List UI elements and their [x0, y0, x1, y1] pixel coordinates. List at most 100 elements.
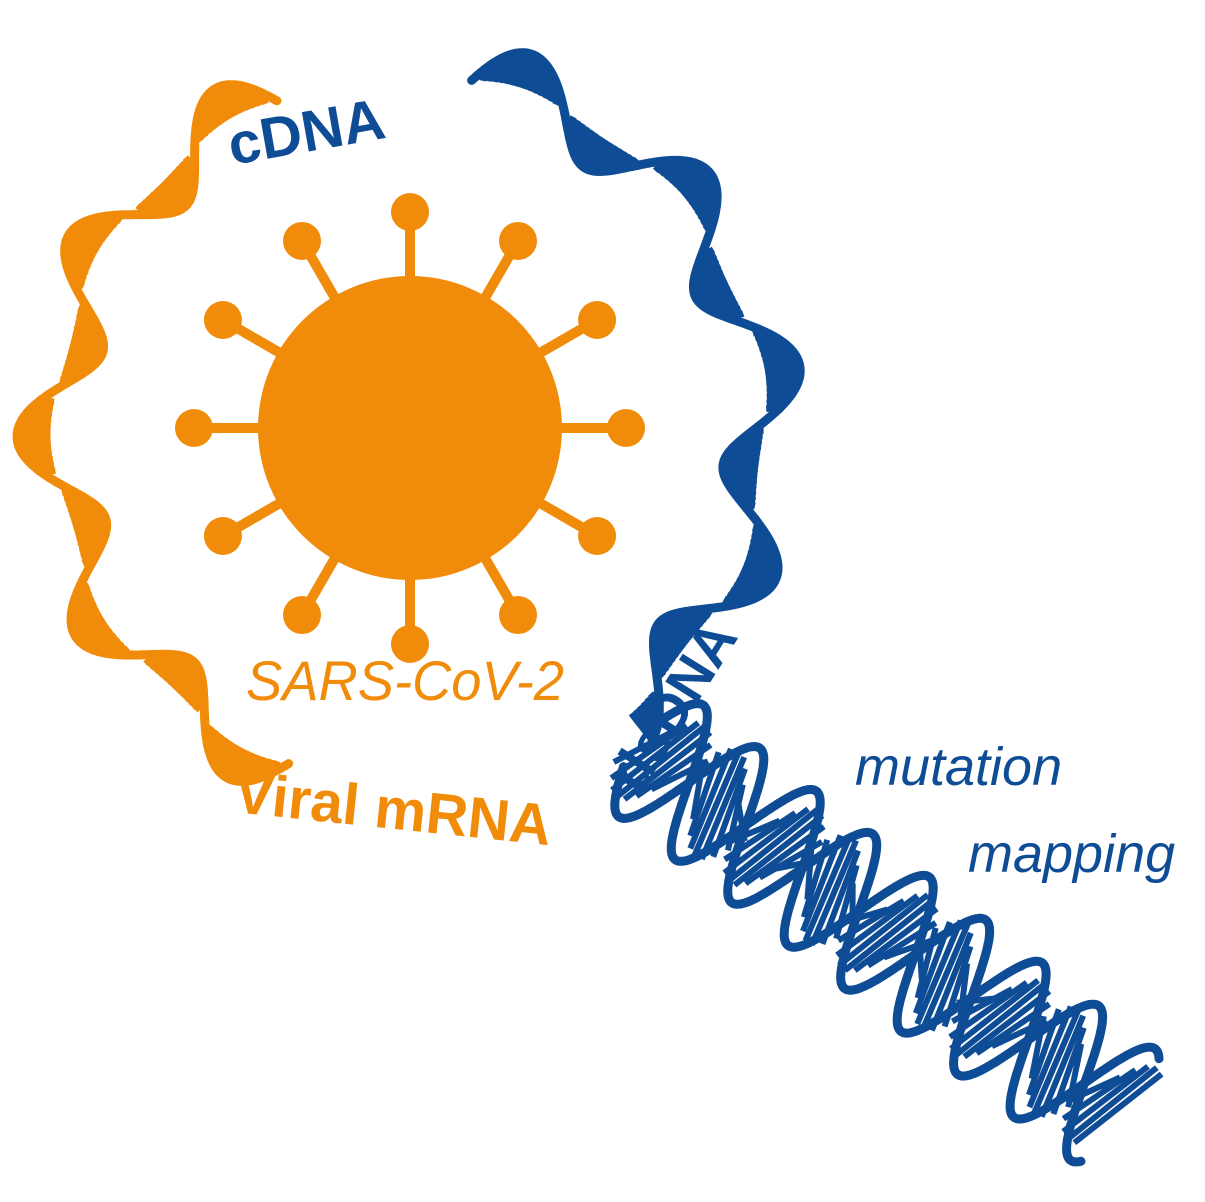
helix-rung	[163, 175, 190, 202]
helix-rung	[739, 567, 772, 586]
helix-rung	[957, 963, 971, 1020]
helix-rung	[143, 195, 165, 215]
helix-rung	[700, 246, 716, 260]
helix-rung	[722, 305, 742, 318]
virus-spike	[533, 496, 586, 533]
helix-rung	[147, 653, 166, 671]
helix-rung	[694, 198, 718, 218]
helix-rung	[678, 169, 707, 196]
helix-rung	[73, 518, 105, 534]
helix-rung	[882, 937, 934, 961]
helix-rung	[654, 632, 682, 657]
helix-rung	[696, 276, 728, 297]
helix-rung	[1072, 1071, 1164, 1146]
helix-rung	[532, 66, 549, 95]
helix-rung	[758, 340, 783, 352]
helix-rung	[180, 676, 203, 701]
virus-spike-tip	[283, 596, 321, 635]
helix-rung	[26, 450, 53, 459]
helix-rung	[670, 162, 696, 188]
helix-rung	[835, 893, 920, 958]
helix-rung	[950, 986, 1014, 1025]
virus-spike-tip	[499, 596, 537, 635]
helix-rung	[81, 555, 95, 567]
helix-rung	[65, 248, 94, 268]
helix-rung	[698, 251, 718, 267]
helix-rung	[66, 241, 96, 262]
helix-rung	[213, 738, 233, 766]
helix-rung	[726, 471, 758, 483]
helix-rung	[168, 661, 195, 689]
helix-rung	[70, 338, 102, 353]
helix-rung	[571, 124, 590, 151]
helix-rung	[702, 221, 714, 233]
helix-rung	[1026, 1008, 1062, 1096]
helix-rung	[766, 379, 796, 390]
helix-rung	[763, 355, 795, 368]
helix-rung	[919, 923, 971, 1032]
helix-rung	[691, 191, 717, 213]
helix-rung	[819, 849, 861, 945]
virus-icon	[175, 193, 645, 663]
helix-rung	[64, 359, 89, 371]
helix-rung	[671, 613, 699, 636]
helix-rung	[1061, 1064, 1150, 1134]
helix-rung	[242, 87, 258, 109]
helix-rung	[65, 354, 94, 367]
helix-rung	[710, 295, 737, 312]
helix-rung	[143, 652, 158, 667]
helix-rung	[78, 541, 101, 556]
helix-rung	[742, 562, 775, 581]
helix-rung	[506, 54, 522, 86]
helix-rung	[710, 767, 748, 858]
helix-rung	[754, 331, 770, 342]
helix-rung	[501, 55, 516, 85]
helix-rung	[644, 695, 661, 713]
helix-rung	[517, 56, 534, 89]
dna-helix-icon	[609, 699, 1164, 1167]
helix-rung	[685, 178, 714, 204]
helix-rung	[761, 350, 792, 363]
helix-rung	[912, 921, 953, 1015]
helix-rung	[194, 123, 209, 139]
helix-rung	[78, 619, 108, 641]
helix-rung	[758, 839, 824, 881]
helix-rung	[75, 310, 94, 323]
helix-rung	[751, 530, 768, 541]
helix-rung	[71, 513, 103, 529]
helix-rung	[662, 619, 692, 644]
helix-rung	[1026, 1005, 1074, 1109]
helix-rung	[653, 650, 673, 670]
helix-rung	[726, 817, 781, 846]
helix-rung	[661, 159, 683, 180]
virus-spike	[234, 496, 287, 533]
helix-rung	[77, 582, 91, 594]
helix-rung	[583, 137, 608, 168]
helix-rung	[35, 461, 55, 470]
helix-rung	[565, 115, 577, 129]
helix-rung	[151, 653, 173, 674]
helix-rung	[41, 397, 55, 406]
helix-rung	[742, 500, 756, 510]
helix-rung	[192, 697, 206, 713]
helix-rung	[20, 432, 51, 441]
helix-rung	[202, 101, 222, 128]
helix-rung	[254, 756, 270, 779]
helix-rung	[207, 731, 224, 752]
helix-rung	[648, 691, 661, 705]
helix-rung	[66, 500, 92, 513]
virus-spike-tip	[578, 517, 617, 555]
helix-rung	[176, 670, 201, 697]
helix-rung	[269, 759, 281, 773]
helix-rung	[1065, 1074, 1122, 1105]
helix-backbone	[12, 80, 294, 786]
helix-rung	[240, 752, 259, 781]
virus-spike-tip	[391, 625, 429, 663]
helix-rung	[723, 810, 797, 863]
helix-rung	[65, 255, 91, 273]
virus-spike	[478, 551, 515, 604]
helix-rung	[760, 345, 788, 358]
helix-rung	[694, 266, 724, 286]
helix-rung	[653, 644, 676, 666]
helix-rung	[800, 839, 831, 918]
